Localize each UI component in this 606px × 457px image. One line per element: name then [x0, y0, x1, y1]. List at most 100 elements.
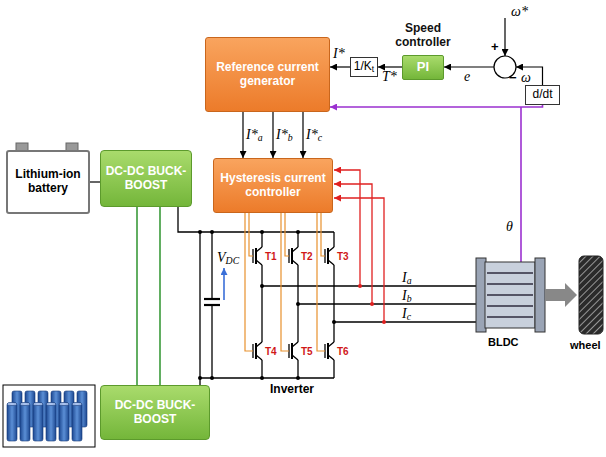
switch-label: T6: [337, 347, 349, 357]
dc-link-wires: [199, 232, 200, 385]
bldc-motor: [487, 316, 533, 318]
junction-dots: [210, 230, 214, 234]
junction-dots: [198, 230, 202, 234]
text-main: 1/K: [354, 59, 372, 73]
text-subscript: b: [407, 293, 412, 304]
bldc-motor: [485, 262, 535, 328]
supercapacitor-bank: [7, 391, 87, 441]
inverter-legs: [334, 321, 478, 322]
supercapacitor-bank: [46, 402, 56, 405]
signal-connector: [378, 66, 402, 67]
dc-link-wires: [200, 377, 334, 378]
junction-dots: [260, 376, 264, 380]
text-subscript: a: [407, 275, 412, 286]
controller-box: Speed controllerPI: [402, 55, 444, 80]
text-subscript: c: [318, 132, 322, 143]
text-main: I: [402, 270, 407, 285]
process-box: Reference current generator: [205, 37, 330, 112]
gate-signal-wires: [317, 213, 325, 351]
signal-connector: [90, 181, 100, 182]
wheel: [579, 256, 603, 334]
position-feedback-wire: [520, 107, 522, 262]
part-name: wheel: [570, 340, 601, 351]
junction-dots: [296, 376, 300, 380]
box-label: 1/Kt: [353, 60, 375, 74]
part-name: Inverter: [270, 383, 314, 395]
signal-name: Ib: [402, 289, 412, 303]
bldc-motor: [487, 283, 533, 285]
gain-box: 1/Kt: [350, 57, 378, 77]
box-label: DC-DC BUCK-BOOST: [104, 399, 206, 427]
junction-dots: [198, 230, 386, 380]
signal-connector: [302, 112, 303, 158]
current-feedback-wires: [334, 184, 372, 304]
junction-dots: [296, 230, 300, 234]
text-main: I: [402, 288, 407, 303]
current-feedback-wires: [334, 170, 384, 322]
derivative-box: d/dt: [525, 85, 560, 105]
signal-name: ω: [521, 71, 531, 85]
bldc-motor: [487, 294, 533, 296]
sign-mark: +: [491, 40, 499, 53]
text-main: V: [217, 250, 226, 265]
dc-link-wires: [204, 304, 220, 306]
speed-loop-wires: [516, 67, 543, 86]
junction-dots: [296, 302, 300, 306]
text-subscript: b: [288, 132, 293, 143]
dc-link-wires: [178, 207, 334, 385]
inverter-legs: [262, 285, 478, 286]
block-heading: Speed controller: [383, 22, 463, 50]
igbt-switches: [253, 335, 262, 367]
gate-signal-wires: [321, 213, 325, 256]
bldc-motor: [535, 258, 545, 332]
box-label: Hysteresis current controller: [218, 172, 328, 200]
inverter-legs: [333, 367, 334, 378]
inverter-legs: [261, 272, 262, 335]
junction-dots: [260, 230, 264, 234]
supercapacitor-bank: [46, 403, 56, 441]
voltage-arrow: [223, 268, 225, 300]
bldc-motor: [487, 272, 533, 274]
signal-name: I*: [333, 47, 345, 61]
dc-link-wires: [211, 232, 212, 299]
gate-signal-wires: [245, 213, 253, 351]
part-name: BLDC: [488, 337, 519, 348]
junction-dots: [260, 284, 264, 288]
supercapacitor-bank: [33, 402, 43, 405]
switch-label: T5: [301, 347, 313, 357]
supercapacitor-bank: [3, 385, 95, 447]
supercapacitor-bank: [7, 403, 17, 441]
signal-name: Ic: [402, 307, 411, 321]
speed-loop-wires: [444, 66, 494, 67]
current-feedback-wires: [334, 198, 384, 322]
signal-connector: [330, 66, 350, 67]
battery-box: Lithium-ion battery: [6, 150, 90, 214]
speed-loop-wires: [444, 18, 543, 86]
junction-dots: [198, 376, 202, 380]
junction-dots: [210, 376, 214, 380]
gate-signal-wires: [285, 213, 289, 256]
signal-name: I*c: [306, 128, 322, 142]
converter-links: [159, 207, 161, 385]
signal-name: T*: [382, 70, 397, 84]
signal-name: I*a: [246, 128, 263, 142]
signal-name: e: [464, 70, 470, 84]
text-subscript: DC: [226, 255, 240, 266]
voltage-label: VDC: [217, 251, 239, 265]
text-subscript: t: [372, 64, 374, 74]
igbt-switches: [289, 240, 298, 272]
voltage-arrow: [224, 268, 225, 300]
gate-signal-wires: [281, 213, 289, 351]
bldc-motor: [565, 283, 577, 307]
bldc-motor: [487, 305, 533, 307]
box-label: PI: [405, 60, 441, 75]
igbt-switches: [289, 335, 298, 367]
converter-box: DC-DC BUCK-BOOST: [100, 150, 192, 207]
controller-box: Hysteresis current controller: [213, 158, 333, 213]
supercapacitor-bank: [20, 403, 30, 441]
converter-box: DC-DC BUCK-BOOST: [100, 385, 210, 440]
supercapacitor-bank: [72, 402, 82, 405]
text-main: I: [402, 306, 407, 321]
inverter-legs: [298, 303, 478, 304]
signal-name: I*b: [276, 128, 293, 142]
